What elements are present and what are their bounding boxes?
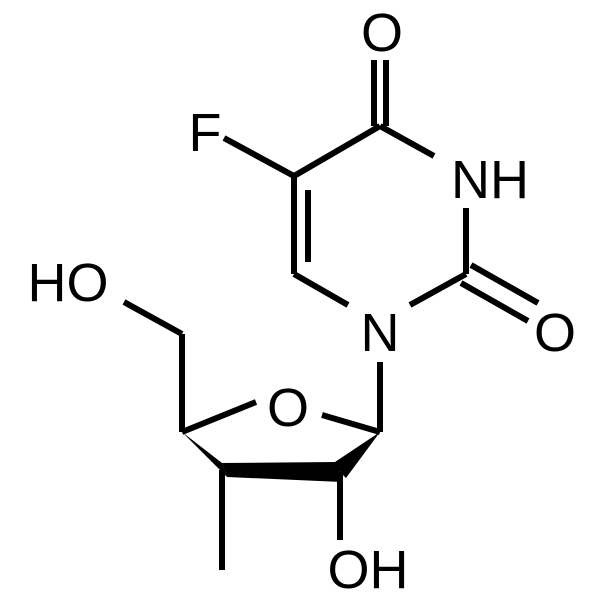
carbonyl-oxygen-right-label: O xyxy=(534,303,576,363)
hydroxyl-oxygen-bottom-label: OH xyxy=(328,540,409,600)
bond-c5-f xyxy=(222,135,296,179)
bond-c4-c5 xyxy=(292,123,382,179)
hydroxymethyl-oxygen-label: HO xyxy=(28,253,109,313)
wedge-c4prime-c3prime xyxy=(182,432,227,477)
carbonyl-oxygen-top-label: O xyxy=(361,3,403,63)
wedge-c1prime-c2prime xyxy=(332,432,380,478)
bond-c5prime-o5prime xyxy=(122,299,184,337)
bond-c2-o2-b xyxy=(469,262,540,306)
ring-nitrogen-label: N xyxy=(361,303,400,363)
imide-nitrogen-label: NH xyxy=(451,150,529,210)
furanose-oxygen-label: O xyxy=(267,378,309,438)
bond-o4prime-c4prime xyxy=(180,399,258,435)
bond-c6-n1 xyxy=(292,271,350,308)
bond-c2-o2-a xyxy=(459,280,530,324)
bond-c1prime-o4prime xyxy=(321,412,381,435)
bond-c4-n3 xyxy=(378,123,436,159)
wedge-c3prime-c2prime xyxy=(222,462,342,482)
fluorine-label: F xyxy=(189,103,222,163)
bond-c2-n1 xyxy=(408,271,468,308)
